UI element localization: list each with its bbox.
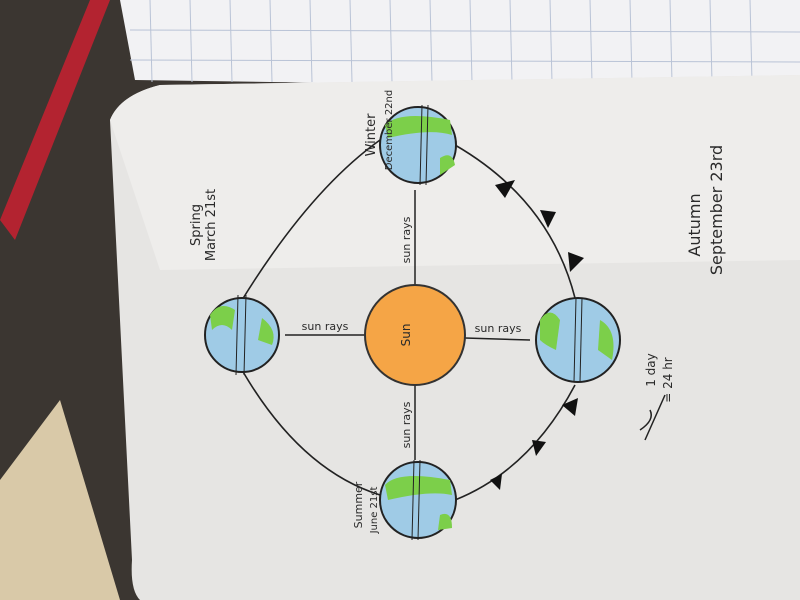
arrow-icon (568, 252, 584, 272)
winter-season-label: Winter (364, 113, 379, 157)
orbit-arrows (490, 180, 584, 490)
sun-rays-label-left: sun rays (302, 320, 349, 333)
arrow-icon (490, 474, 502, 490)
floor-tile (0, 400, 120, 600)
winter-date-label: December 22nd (384, 90, 395, 170)
earth-winter (379, 104, 457, 186)
back-page-grid (129, 0, 800, 83)
sun (364, 284, 466, 386)
carpet-red-stripe (0, 0, 110, 240)
sun-rays-label-bottom: sun rays (400, 401, 413, 448)
arrow-icon (532, 440, 546, 456)
summer-date-label: June 21st (369, 487, 380, 535)
earth-summer (379, 459, 457, 541)
note-hours-label: = 24 hr (661, 357, 675, 403)
arrow-icon (540, 210, 556, 228)
arrow-icon (495, 180, 515, 198)
spring-season-label: Spring (189, 204, 204, 246)
sun-rays-lines (285, 190, 531, 460)
arrow-icon (562, 398, 578, 416)
page-highlight (110, 75, 800, 270)
back-page (120, 0, 800, 90)
scribble-strikethrough (639, 394, 666, 441)
autumn-date-label: September 23rd (707, 145, 726, 275)
earth-autumn (535, 297, 621, 383)
spring-date-label: March 21st (204, 189, 219, 261)
earth-spring (204, 294, 280, 376)
sun-rays-label-right: sun rays (475, 322, 522, 335)
note-day-label: 1 day (644, 353, 658, 387)
autumn-season-label: Autumn (685, 193, 704, 256)
summer-season-label: Summer (352, 481, 365, 528)
sun-rays-label-top: sun rays (400, 216, 413, 263)
sun-label: Sun (399, 324, 413, 347)
